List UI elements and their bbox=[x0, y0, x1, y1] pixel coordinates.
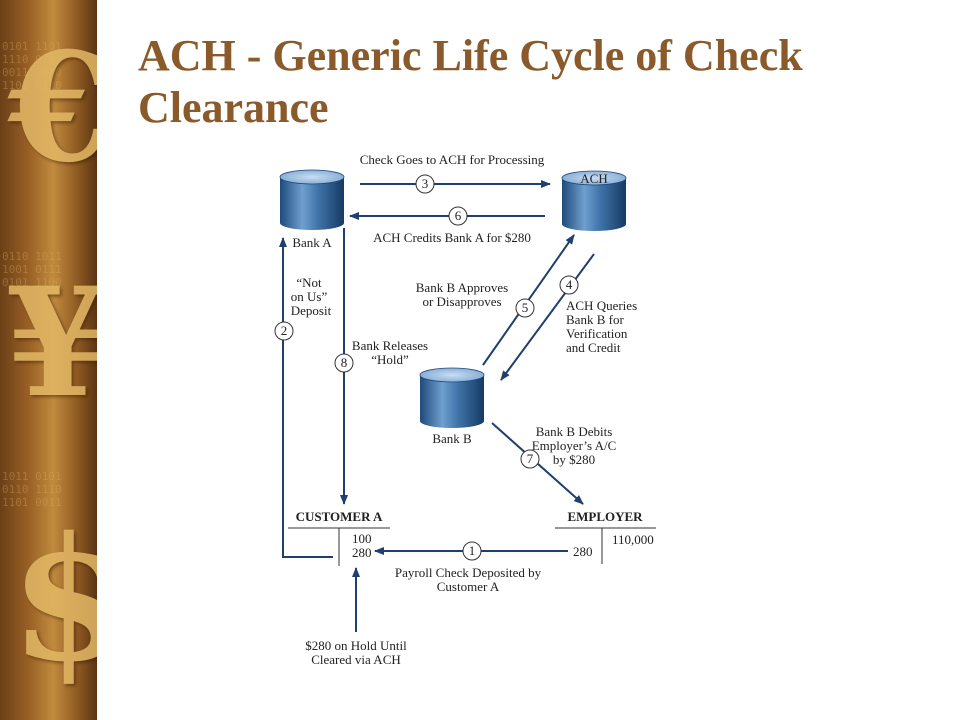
step-4-label-line: and Credit bbox=[566, 340, 621, 355]
step-circle: 4 bbox=[559, 275, 579, 295]
step-4-label-line: ACH Queries bbox=[566, 298, 637, 313]
bank-b-database-icon bbox=[419, 367, 485, 428]
svg-text:3: 3 bbox=[422, 176, 429, 191]
svg-text:8: 8 bbox=[341, 355, 348, 370]
step-3-label: Check Goes to ACH for Processing bbox=[360, 152, 545, 167]
svg-text:5: 5 bbox=[522, 300, 529, 315]
employer-t-account: EMPLOYER 280 110,000 bbox=[555, 509, 656, 564]
employer-ledger-credit: 110,000 bbox=[612, 532, 654, 547]
step-7-label-line: Employer’s A/C bbox=[532, 438, 617, 453]
svg-text:7: 7 bbox=[527, 451, 534, 466]
dollar-symbol-icon: $ bbox=[10, 500, 97, 700]
step-circle: 6 bbox=[448, 206, 468, 226]
step-circle: 2 bbox=[274, 321, 294, 341]
hold-note-line: Cleared via ACH bbox=[311, 652, 401, 667]
svg-text:4: 4 bbox=[566, 277, 573, 292]
step-2-label-line: “Not bbox=[296, 275, 322, 290]
step-circle: 5 bbox=[515, 298, 535, 318]
step-7-label-line: by $280 bbox=[553, 452, 595, 467]
step-2-label-line: on Us” bbox=[291, 289, 328, 304]
step-7-label-line: Bank B Debits bbox=[536, 424, 613, 439]
arrow-step-4 bbox=[500, 253, 595, 381]
step-6-label: ACH Credits Bank A for $280 bbox=[373, 230, 531, 245]
decorative-currency-sidebar: 0101 1101 1110 0101 0011 1010 1101 0110 … bbox=[0, 0, 97, 720]
hold-note-line: $280 on Hold Until bbox=[305, 638, 407, 653]
step-circle: 7 bbox=[520, 449, 540, 469]
step-5-label-line: or Disapproves bbox=[422, 294, 501, 309]
customer-a-ledger-entry: 100 bbox=[352, 531, 372, 546]
step-circle: 8 bbox=[334, 353, 354, 373]
employer-label: EMPLOYER bbox=[567, 509, 643, 524]
binary-digits-texture: 0101 1101 1110 0101 0011 1010 1101 0110 bbox=[2, 40, 62, 92]
step-circle: 3 bbox=[415, 174, 435, 194]
step-8-label-line: “Hold” bbox=[371, 352, 409, 367]
step-4-label-line: Bank B for bbox=[566, 312, 624, 327]
bank-a-label: Bank A bbox=[292, 235, 332, 250]
step-4-label-line: Verification bbox=[566, 326, 628, 341]
ach-label: ACH bbox=[580, 171, 607, 186]
yen-symbol-icon: ¥ bbox=[6, 255, 97, 431]
arrow-step-2 bbox=[279, 237, 333, 558]
slide-title: ACH - Generic Life Cycle of Check Cleara… bbox=[138, 31, 803, 132]
euro-symbol-icon: € bbox=[8, 20, 97, 196]
step-1-label-line: Payroll Check Deposited by bbox=[395, 565, 542, 580]
step-2-label-line: Deposit bbox=[291, 303, 332, 318]
svg-text:6: 6 bbox=[455, 208, 462, 223]
customer-a-ledger-entry: 280 bbox=[352, 545, 372, 560]
step-5-label-line: Bank B Approves bbox=[416, 280, 508, 295]
bank-a-database-icon bbox=[279, 169, 345, 230]
employer-ledger-debit: 280 bbox=[573, 544, 593, 559]
bank-b-label: Bank B bbox=[432, 431, 472, 446]
svg-text:2: 2 bbox=[281, 323, 288, 338]
customer-a-label: CUSTOMER A bbox=[296, 509, 383, 524]
binary-digits-texture: 1011 0101 0110 1110 1101 0011 bbox=[2, 470, 62, 509]
step-8-label-line: Bank Releases bbox=[352, 338, 428, 353]
svg-text:1: 1 bbox=[469, 543, 476, 558]
step-1-label-line: Customer A bbox=[437, 579, 500, 594]
step-circle: 1 bbox=[462, 541, 482, 561]
customer-a-t-account: CUSTOMER A 100 280 bbox=[288, 509, 390, 566]
binary-digits-texture: 0110 1011 1001 0111 0101 1100 bbox=[2, 250, 62, 289]
ach-database-icon bbox=[561, 170, 627, 231]
